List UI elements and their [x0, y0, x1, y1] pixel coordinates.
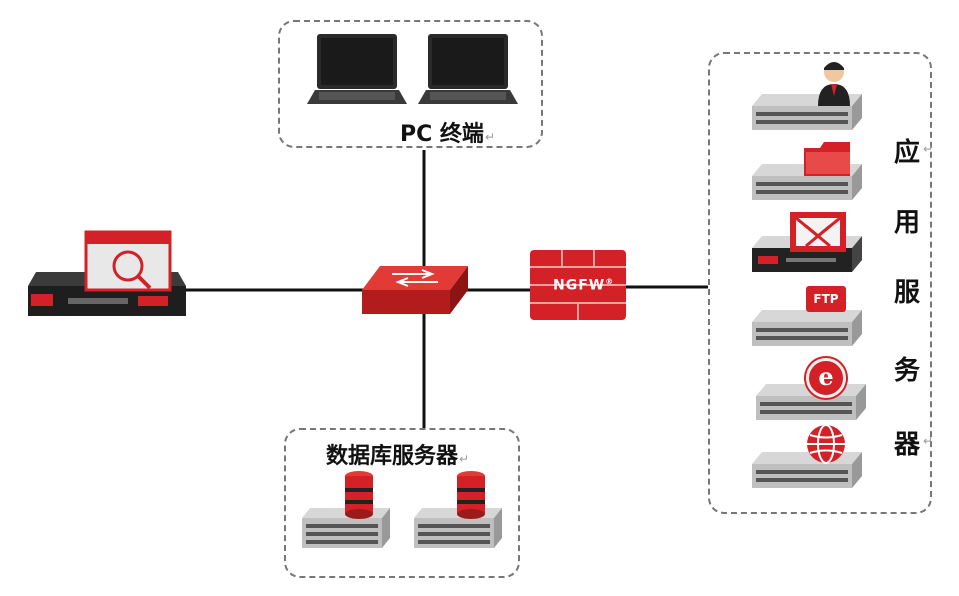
database-icon	[345, 471, 373, 519]
app-servers-label-char-3: 服	[894, 278, 921, 308]
firewall-label: NGFW®	[553, 277, 615, 294]
paragraph-mark: ↵	[923, 434, 934, 448]
ie-icon-text: e	[818, 362, 834, 391]
ftp-icon: FTP	[806, 286, 846, 312]
firewall-icon	[530, 250, 626, 320]
paragraph-mark: ↵	[459, 452, 470, 466]
ftp-icon-text: FTP	[813, 292, 839, 306]
pc-terminal-group	[278, 20, 543, 148]
db-servers-group	[284, 428, 520, 578]
laptop-icon	[418, 34, 518, 104]
mail-icon	[790, 212, 846, 252]
shield-scan-icon	[84, 230, 172, 292]
app-servers-label-char-5: 器	[894, 430, 921, 460]
network-switch-icon	[362, 266, 468, 314]
user-icon	[818, 62, 850, 106]
ie-browser-icon: e	[806, 358, 846, 398]
app-servers-group	[708, 52, 932, 514]
database-icon	[457, 471, 485, 519]
app-servers-label-char-2: 用	[894, 208, 921, 238]
folder-icon	[804, 142, 850, 176]
pc-terminal-label: PC 终端↵	[400, 122, 495, 147]
db-servers-label: 数据库服务器↵	[326, 444, 470, 469]
server-rack-4	[752, 310, 862, 346]
server-rack-6	[752, 452, 862, 488]
globe-icon	[807, 424, 845, 464]
app-servers-label-char-1: 应	[894, 138, 921, 168]
app-servers-label-char-4: 务	[894, 356, 921, 386]
paragraph-mark: ↵	[484, 130, 495, 144]
registered-mark: ®	[605, 277, 615, 286]
paragraph-mark: ↵	[923, 142, 934, 156]
laptop-icon	[307, 34, 407, 104]
